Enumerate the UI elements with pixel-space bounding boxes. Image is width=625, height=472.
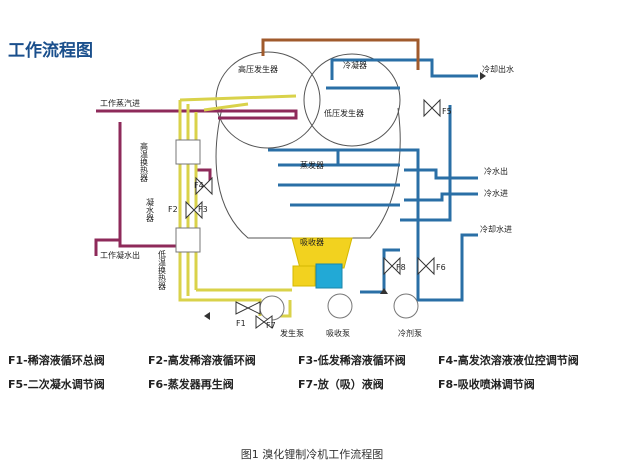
evaporator-label: 蒸发器 (300, 160, 324, 170)
chilled-in-label: 冷水进 (484, 188, 508, 198)
refrigerant-pump (393, 293, 419, 319)
arrow-icon (480, 72, 486, 80)
legend-f5: F5-二次凝水调节阀 (8, 377, 105, 391)
figure-caption: 图1 溴化锂制冷机工作流程图 (241, 447, 384, 461)
valve-f4-icon (195, 176, 213, 196)
chilled-out-label: 冷水出 (484, 166, 508, 176)
valve-f7-tag: F7 (266, 321, 276, 330)
condensate-out-label: 工作凝水出 (100, 250, 140, 260)
absorber-label: 吸收器 (300, 237, 324, 247)
evaporator-absorber-shell (215, 107, 401, 239)
cooling-out-label: 冷却出水 (482, 64, 514, 74)
condenser-label: 冷凝器 (343, 60, 367, 70)
legend-f3: F3-低发稀溶液循环阀 (298, 353, 406, 367)
hx-low-label: 低温换热器 (158, 249, 167, 291)
arrow-icon (380, 288, 388, 294)
high-gen-label: 高压发生器 (238, 64, 278, 74)
valve-tags: F1 F2 F3 F4 F5 F6 F7 F8 (168, 107, 452, 330)
legend-f2: F2-高发稀溶液循环阀 (148, 353, 256, 367)
condenser-shell (303, 53, 401, 147)
absorber-pump (327, 293, 353, 319)
legend-f1: F1-稀溶液循环总阀 (8, 353, 105, 367)
solution-sump (291, 237, 353, 269)
valve-f8-icon (383, 256, 401, 276)
drain-label: 凝水器 (146, 197, 155, 223)
gen-pump-label: 发生泵 (280, 328, 304, 338)
abs-pump-label: 吸收泵 (326, 328, 350, 338)
valve-glyphs (185, 98, 441, 329)
low-temp-heat-exchanger (175, 227, 201, 253)
arrow-icon (204, 312, 210, 320)
valve-f2-tag: F2 (168, 205, 178, 214)
absorber-sump (315, 263, 343, 289)
legend-f8: F8-吸收喷淋调节阀 (438, 377, 535, 391)
valve-f2-icon (185, 200, 203, 220)
valve-f3-tag: F3 (198, 205, 208, 214)
valve-f5-icon (423, 98, 441, 118)
main-vessel (215, 51, 401, 289)
valve-f8-tag: F8 (396, 263, 406, 272)
legend-f7: F7-放（吸）液阀 (298, 377, 384, 391)
valve-f4-tag: F4 (194, 181, 204, 190)
legend-f6: F6-蒸发器再生阀 (148, 377, 234, 391)
valve-f6-icon (417, 256, 435, 276)
low-gen-label: 低压发生器 (324, 108, 364, 118)
flow-arrows (204, 72, 486, 320)
diagram-labels: 高压发生器 冷凝器 低压发生器 冷却出水 工作蒸汽进 蒸发器 冷水出 冷水进 冷… (100, 60, 514, 338)
valve-f6-tag: F6 (436, 263, 446, 272)
valve-f1-icon (235, 301, 261, 315)
valve-f5-tag: F5 (442, 107, 452, 116)
valve-legend: F1-稀溶液循环总阀 F2-高发稀溶液循环阀 F3-低发稀溶液循环阀 F4-高发… (8, 353, 579, 391)
valve-f7-icon (255, 315, 273, 329)
refrigerant-lines (261, 38, 420, 70)
valve-f1-tag: F1 (236, 319, 246, 328)
high-temp-heat-exchanger (175, 139, 201, 165)
cooling-in-label: 冷却水进 (480, 224, 512, 234)
hx-high-label: 高温换热器 (140, 141, 149, 183)
cooling-water-lines (268, 58, 478, 302)
legend-f4: F4-高发浓溶液液位控调节阀 (438, 353, 579, 367)
ref-pump-label: 冷剂泵 (398, 328, 422, 338)
steam-in-label: 工作蒸汽进 (100, 98, 140, 108)
diagram-title: 工作流程图 (8, 40, 93, 61)
